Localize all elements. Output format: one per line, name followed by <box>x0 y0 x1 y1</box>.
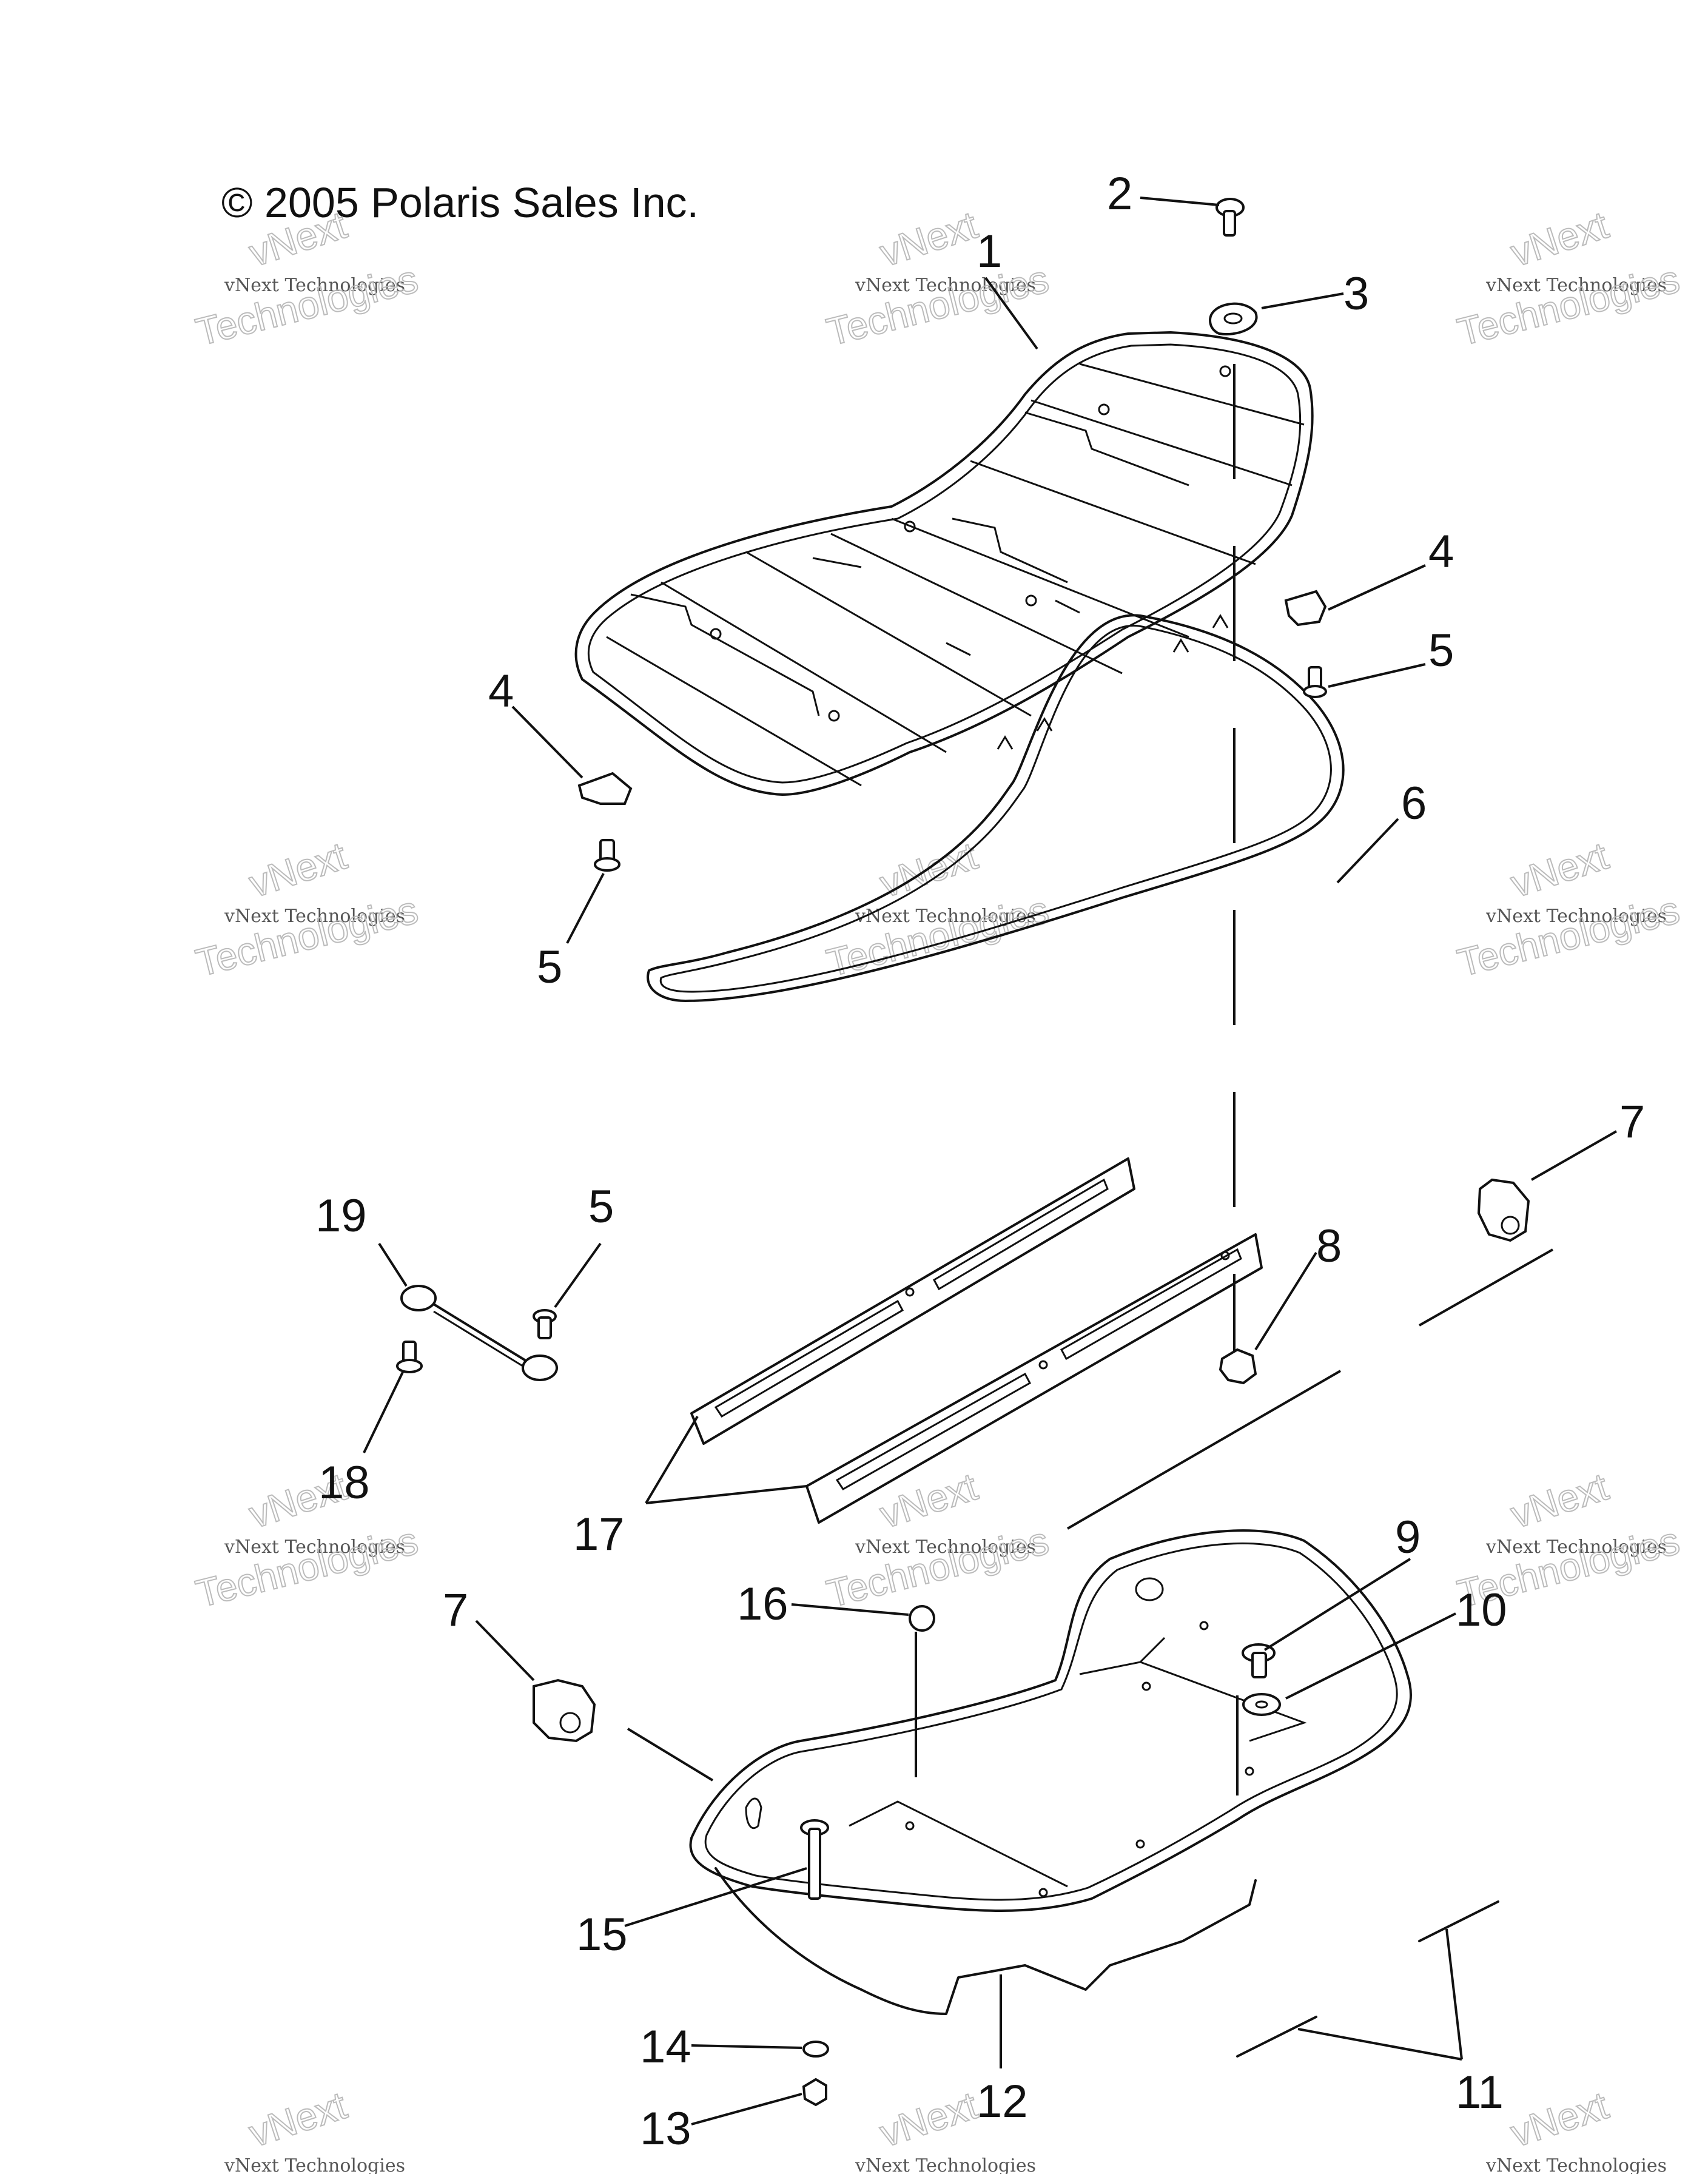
callout-15: 15 <box>576 1909 628 1960</box>
callout-17: 17 <box>573 1509 625 1560</box>
screw-part-2 <box>1215 198 1245 237</box>
hardware <box>396 198 1530 2107</box>
washer-part-14 <box>802 2041 829 2058</box>
nut-part-13 <box>802 2078 827 2107</box>
watermark-line3: Technologies <box>1453 257 1684 354</box>
watermark-line1: vNext <box>1505 1464 1613 1536</box>
bolt-part-5-right <box>1303 666 1327 698</box>
watermark-line1: vNext <box>244 2083 352 2155</box>
watermark-line2: vNext Technologies <box>1485 275 1667 296</box>
bolt-part-5-left <box>594 839 620 872</box>
alignment-lines <box>627 1248 1553 1795</box>
watermark-line2: vNext Technologies <box>1485 2155 1667 2174</box>
callout-1: 1 <box>977 226 1002 277</box>
callout-4-left: 4 <box>488 665 514 717</box>
watermark-line2: vNext Technologies <box>224 906 405 927</box>
callout-7-right: 7 <box>1619 1096 1645 1148</box>
bracket-part-4-left <box>577 772 633 805</box>
storage-box <box>689 1529 1413 2015</box>
callout-14: 14 <box>640 2021 691 2073</box>
watermark-line2: vNext Technologies <box>1485 1536 1667 1558</box>
callout-16: 16 <box>737 1578 788 1630</box>
rods-part-11 <box>1236 1900 1499 2058</box>
callout-18: 18 <box>318 1457 370 1509</box>
callout-12: 12 <box>977 2076 1028 2127</box>
callout-leaders <box>363 197 1617 2125</box>
callout-labels: 2 1 3 4 5 4 5 6 7 5 19 18 8 17 16 7 9 10… <box>315 168 1645 2155</box>
watermark-line2: vNext Technologies <box>855 275 1036 296</box>
storage-lid <box>574 331 1314 796</box>
watermark-line2: vNext Technologies <box>855 1536 1036 1558</box>
bolt-part-5-middle <box>533 1309 557 1339</box>
watermark-line1: vNext <box>1505 833 1613 906</box>
watermark-line3: Technologies <box>192 887 422 984</box>
nut-part-8 <box>1219 1348 1257 1385</box>
watermark-line2: vNext Technologies <box>855 2155 1036 2174</box>
watermark-line3: Technologies <box>192 257 422 354</box>
watermark-line1: vNext <box>1505 203 1613 275</box>
watermark-line1: vNext <box>875 2083 983 2155</box>
hinge-rails <box>690 1157 1263 1524</box>
callout-5-middle: 5 <box>588 1181 614 1233</box>
callout-19: 19 <box>315 1190 367 1242</box>
watermark-line1: vNext <box>875 1464 983 1536</box>
latch-part-7-left <box>533 1678 596 1743</box>
watermark: vNext vNext Technologies Technologies vN… <box>191 202 1684 2174</box>
washer-part-10 <box>1242 1693 1281 1716</box>
callout-8: 8 <box>1316 1220 1342 1272</box>
watermark-line1: vNext <box>1505 2083 1613 2155</box>
callout-13: 13 <box>640 2103 691 2155</box>
callout-7-left: 7 <box>443 1584 468 1636</box>
callout-2: 2 <box>1107 168 1132 220</box>
callout-5-left: 5 <box>537 941 562 993</box>
callout-4-right: 4 <box>1428 526 1454 577</box>
bolt-part-15 <box>800 1819 829 1900</box>
callout-9: 9 <box>1395 1512 1421 1563</box>
bracket-part-4-right <box>1284 590 1327 627</box>
watermark-line3: Technologies <box>822 257 1053 354</box>
watermark-line1: vNext <box>244 833 352 906</box>
plug-part-16 <box>909 1605 935 1632</box>
watermark-line2: vNext Technologies <box>224 2155 405 2174</box>
callout-5-right: 5 <box>1428 625 1454 676</box>
bolt-part-9 <box>1242 1643 1276 1678</box>
lid-seal <box>647 614 1345 1002</box>
watermark-line3: Technologies <box>822 887 1053 984</box>
watermark-line1: vNext <box>875 203 983 275</box>
watermark-line2: vNext Technologies <box>224 1536 405 1558</box>
clip-part-3 <box>1208 302 1258 335</box>
callout-6: 6 <box>1401 778 1427 829</box>
callout-3: 3 <box>1343 268 1369 320</box>
bolt-part-18 <box>396 1341 423 1373</box>
callout-11: 11 <box>1456 2067 1504 2118</box>
watermark-line3: Technologies <box>1453 887 1684 984</box>
watermark-line2: vNext Technologies <box>1485 906 1667 927</box>
callout-10: 10 <box>1456 1584 1507 1636</box>
watermark-line3: Technologies <box>192 1518 422 1615</box>
watermark-line3: Technologies <box>822 1518 1053 1615</box>
strap-part-19 <box>400 1285 558 1381</box>
watermark-line2: vNext Technologies <box>224 275 405 296</box>
latch-part-7-right <box>1477 1178 1530 1242</box>
copyright-text: © 2005 Polaris Sales Inc. <box>221 179 699 226</box>
